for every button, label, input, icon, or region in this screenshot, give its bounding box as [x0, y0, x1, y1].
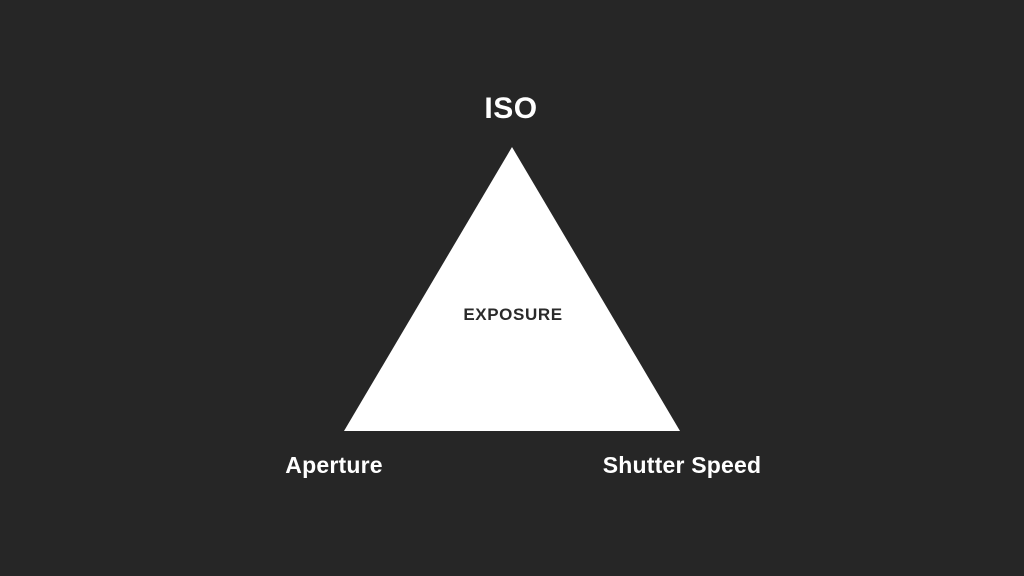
shutter-speed-label: Shutter Speed [602, 452, 762, 478]
aperture-label: Aperture [285, 452, 383, 478]
exposure-triangle [344, 147, 680, 431]
iso-label: ISO [484, 92, 538, 125]
exposure-label: EXPOSURE [463, 305, 563, 324]
